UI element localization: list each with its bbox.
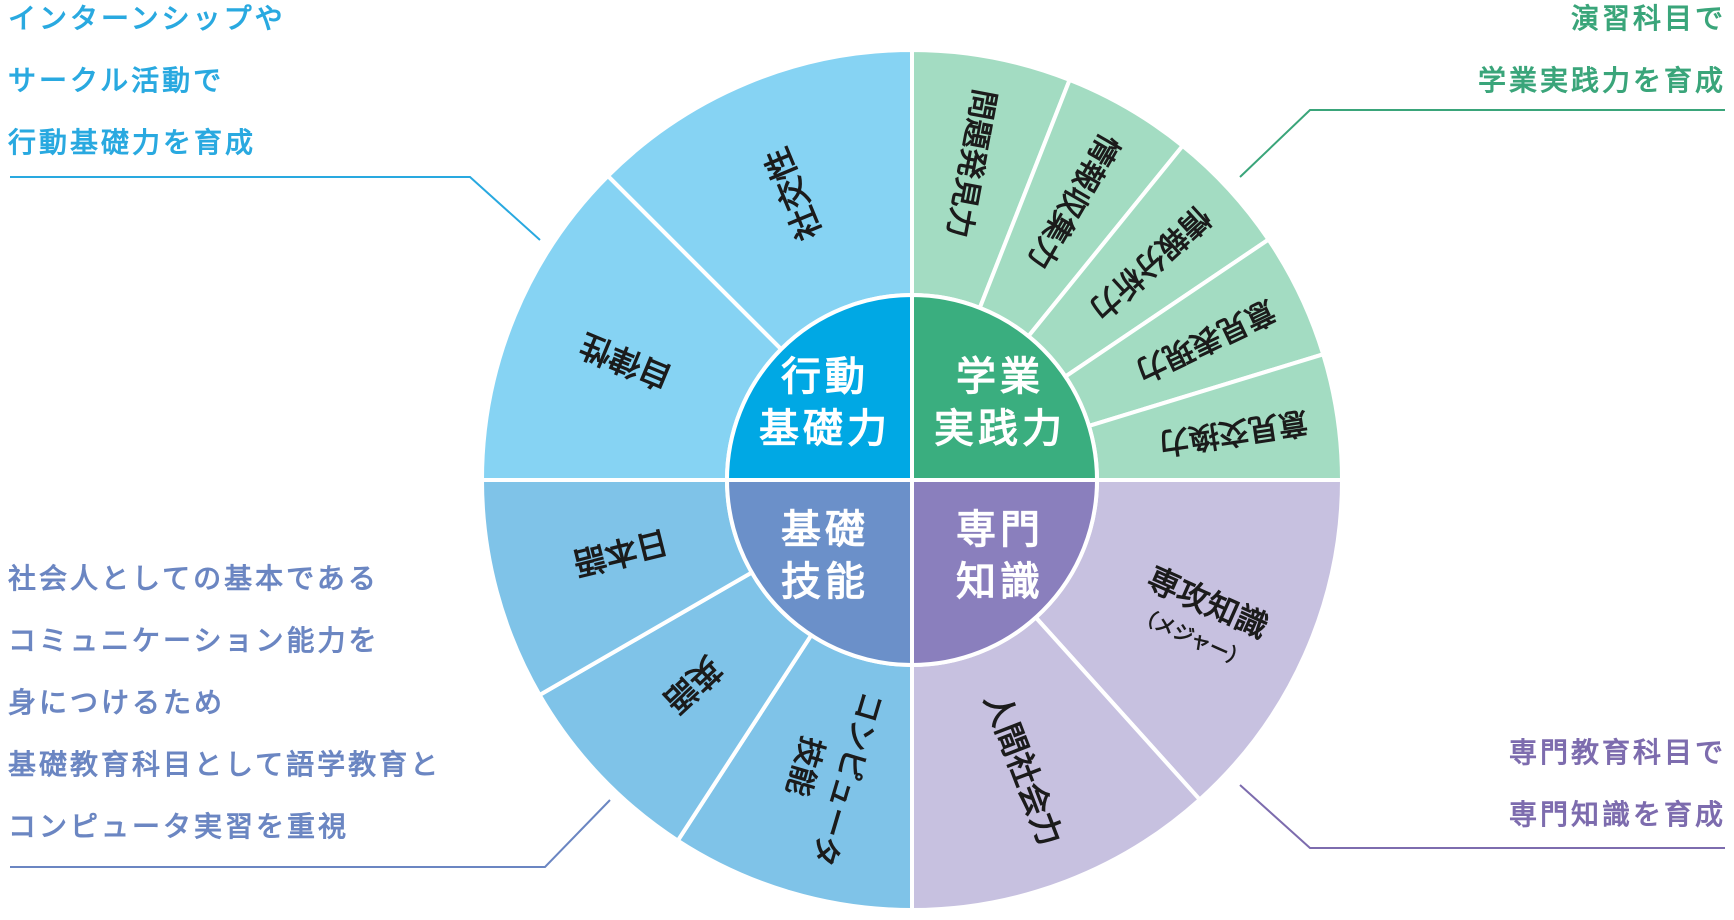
note-line: 専門教育科目で bbox=[1508, 736, 1726, 769]
note-line: 身につけるため bbox=[8, 686, 226, 719]
center-label-practice-line2: 実践力 bbox=[934, 406, 1066, 452]
note-line: インターンシップや bbox=[8, 2, 286, 35]
quadrant-practice-center bbox=[910, 292, 1100, 482]
note-line: コミュニケーション能力を bbox=[8, 624, 380, 657]
leader-line-specialty bbox=[1239, 784, 1725, 849]
note-line: 社会人としての基本である bbox=[8, 562, 379, 595]
note-line: コンピュータ実習を重視 bbox=[8, 810, 350, 843]
wheel-sectors bbox=[479, 47, 1345, 913]
leader-line-practice bbox=[1239, 109, 1725, 178]
center-label-specialty-line1: 専門 bbox=[956, 507, 1044, 553]
note-line: 専門知識を育成 bbox=[1508, 798, 1726, 831]
note-line: 学業実践力を育成 bbox=[1477, 64, 1726, 97]
center-label-basic-line1: 基礎 bbox=[781, 507, 869, 553]
quadrant-specialty-center bbox=[910, 478, 1100, 668]
center-label-basic-line2: 技能 bbox=[781, 559, 869, 605]
note-basic-skills: 社会人としての基本である コミュニケーション能力を 身につけるため 基礎教育科目… bbox=[8, 548, 441, 858]
note-line: サークル活動で bbox=[8, 64, 225, 97]
note-line: 行動基礎力を育成 bbox=[8, 126, 257, 159]
center-label-action-line2: 基礎力 bbox=[759, 406, 891, 452]
quadrant-action-center bbox=[724, 292, 914, 482]
center-label-action-line1: 行動 bbox=[781, 354, 869, 400]
leader-lines bbox=[10, 109, 1725, 868]
quadrant-basic-center bbox=[724, 478, 914, 668]
note-action-development: インターンシップや サークル活動で 行動基礎力を育成 bbox=[8, 0, 286, 174]
note-line: 基礎教育科目として語学教育と bbox=[8, 748, 442, 781]
note-practice-development: 演習科目で 学業実践力を育成 bbox=[1478, 0, 1726, 112]
leader-line-action bbox=[10, 176, 541, 241]
center-label-practice-line1: 学業 bbox=[956, 354, 1044, 400]
leader-line-basic bbox=[10, 799, 611, 868]
note-specialty-knowledge: 専門教育科目で 専門知識を育成 bbox=[1509, 722, 1726, 846]
note-line: 演習科目で bbox=[1570, 2, 1726, 35]
center-label-specialty-line2: 知識 bbox=[956, 559, 1044, 605]
